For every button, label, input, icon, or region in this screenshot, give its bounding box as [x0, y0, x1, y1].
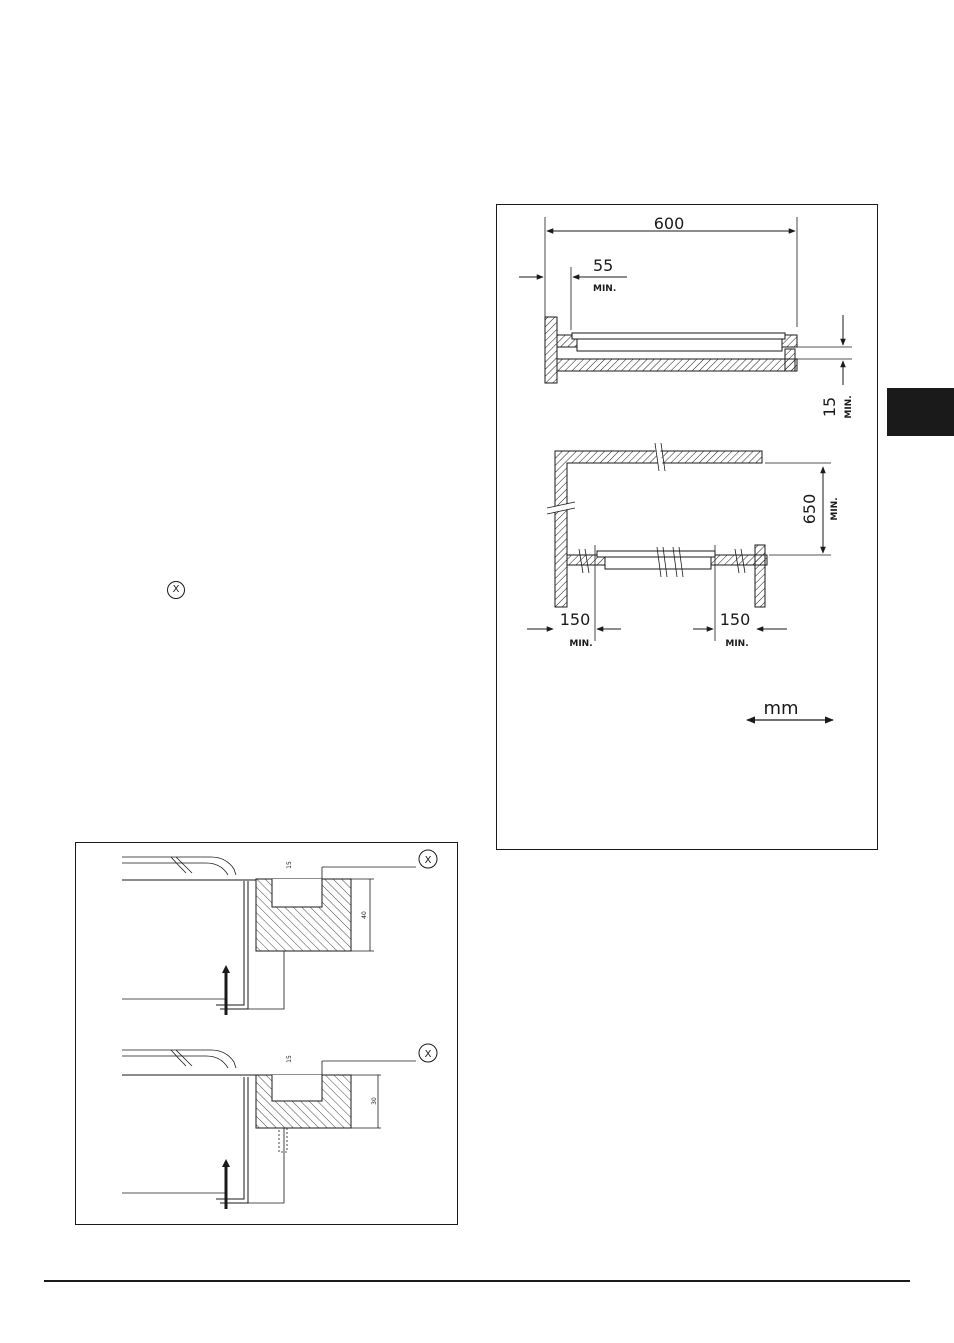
section-tab: [887, 388, 954, 436]
dim-650-min-label: MIN.: [830, 497, 840, 520]
mounting-figure: X 15 40 X 15 30: [75, 842, 458, 1225]
dim-150-left-label: 150: [560, 610, 591, 629]
dim-650-label: 650: [800, 494, 819, 525]
dim-150-left-min-label: MIN.: [569, 639, 592, 649]
units-label: mm: [763, 698, 798, 719]
dim-15-label: 15: [820, 397, 839, 417]
marker-x-top: X: [425, 855, 432, 866]
dim-40-top: 40: [361, 911, 368, 919]
mounting-drawing: X 15 40 X 15 30: [122, 849, 438, 1209]
dim-150-right-label: 150: [720, 610, 751, 629]
clearance-drawing: 600 55 MIN. 15 MIN.: [519, 214, 854, 724]
mounting-detail-bottom: X 15 30: [122, 1043, 438, 1209]
footer-rule: [44, 1280, 910, 1282]
dim-600-label: 600: [654, 214, 685, 233]
callout-marker-x: X: [167, 581, 185, 599]
dim-30-bottom: 30: [371, 1097, 378, 1105]
dim-15-bottom: 15: [286, 1055, 293, 1063]
dim-55-min-label: MIN.: [593, 284, 616, 294]
dim-55-label: 55: [593, 256, 613, 275]
marker-x-bottom: X: [425, 1049, 432, 1060]
dim-15-top: 15: [286, 861, 293, 869]
dim-15-min-label: MIN.: [844, 395, 854, 418]
clearance-figure: 600 55 MIN. 15 MIN.: [496, 204, 878, 850]
dim-150-right-min-label: MIN.: [725, 639, 748, 649]
mounting-detail-top: X 15 40: [122, 849, 438, 1015]
